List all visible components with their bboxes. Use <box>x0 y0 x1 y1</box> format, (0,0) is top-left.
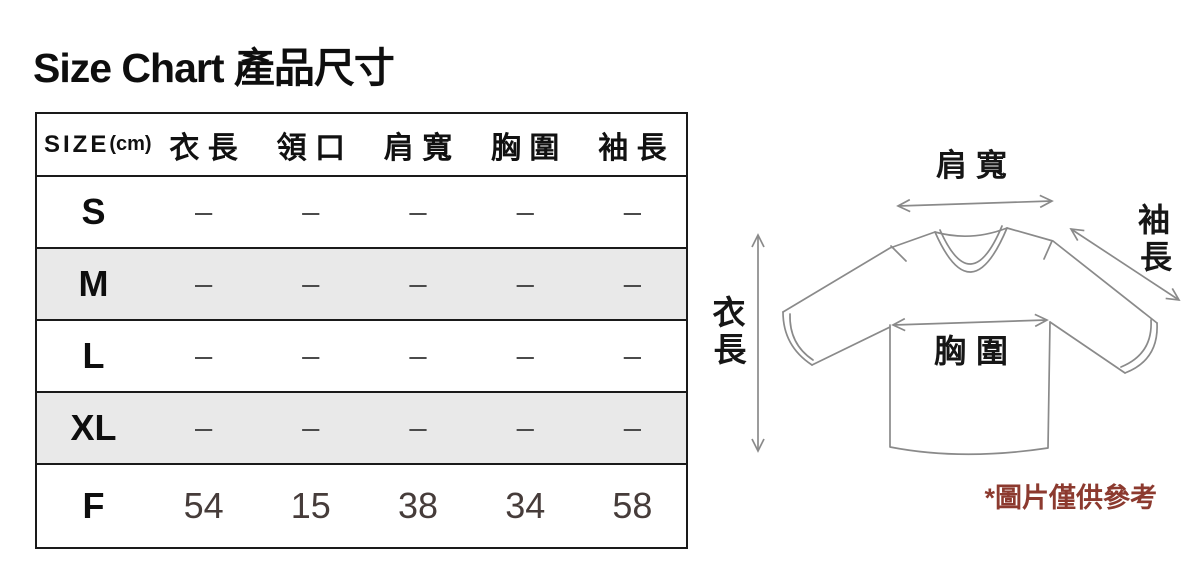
cell-value: – <box>194 410 213 445</box>
column-header-neckline: 領口 <box>276 131 354 165</box>
cell-value: – <box>409 194 427 229</box>
cell-value: – <box>302 338 320 373</box>
row-label-l: L <box>82 335 105 376</box>
cell-value: – <box>409 338 427 373</box>
table-row-f: F 54 15 38 34 58 <box>37 463 686 547</box>
cell-value: – <box>302 194 320 229</box>
cell-value: 34 <box>505 485 546 526</box>
measurement-arrows <box>751 194 1181 453</box>
page-title: Size Chart 產品尺寸 <box>33 45 395 91</box>
garment-measurement-diagram: 肩寬 袖 長 衣 長 胸圍 *圖片僅供參考 <box>713 148 1181 513</box>
cell-value: 15 <box>290 485 331 526</box>
row-label-f: F <box>82 485 105 526</box>
cell-value: – <box>516 266 534 301</box>
cell-value: 54 <box>183 485 224 526</box>
cell-value: – <box>623 194 642 229</box>
cell-value: – <box>409 266 427 301</box>
column-header-chest: 胸圍 <box>491 131 568 165</box>
table-row-s: S – – – – – <box>37 175 686 247</box>
cell-value: – <box>409 410 427 445</box>
shoulder-width-arrow <box>896 194 1054 213</box>
chest-width-label: 胸圍 <box>934 333 1018 369</box>
size-chart-table: SIZE(cm) 衣長 領口 肩寬 胸圍 袖長 S – – – – – M – … <box>35 112 688 549</box>
size-header-label: SIZE <box>44 130 110 158</box>
cell-value: – <box>516 410 534 445</box>
garment-length-label-char2: 長 <box>714 331 748 368</box>
cell-value: 38 <box>397 485 439 526</box>
shoulder-width-label: 肩寬 <box>936 148 1016 183</box>
cell-value: – <box>623 338 642 373</box>
sleeve-length-label-char1: 袖 <box>1138 202 1170 238</box>
cell-value: – <box>194 266 213 301</box>
table-row-l: L – – – – – <box>37 319 686 391</box>
size-header-cell: SIZE(cm) <box>37 114 152 175</box>
reference-note: *圖片僅供參考 <box>984 482 1157 513</box>
garment-length-label-char1: 衣 <box>713 294 746 331</box>
row-label-xl: XL <box>70 407 117 448</box>
row-label-s: S <box>81 191 106 232</box>
table-header-row: SIZE(cm) 衣長 領口 肩寬 胸圍 袖長 <box>37 114 686 175</box>
sleeve-length-label-char2: 長 <box>1140 239 1173 275</box>
column-header-sleeve-length: 袖長 <box>598 131 676 165</box>
cell-value: – <box>516 194 534 229</box>
cell-value: – <box>516 338 534 373</box>
table-row-xl: XL – – – – – <box>37 391 686 463</box>
cell-value: – <box>302 410 320 445</box>
chest-width-arrow <box>891 313 1049 332</box>
row-label-m: M <box>78 263 109 304</box>
cell-value: – <box>302 266 320 301</box>
cell-value: – <box>194 338 213 373</box>
sleeve-length-arrow <box>1069 227 1181 302</box>
column-header-shoulder-width: 肩寬 <box>383 131 461 165</box>
column-header-garment-length: 衣長 <box>169 131 247 165</box>
cell-value: – <box>623 410 642 445</box>
table-row-m: M – – – – – <box>37 247 686 319</box>
cell-value: – <box>623 266 642 301</box>
size-unit-label: (cm) <box>109 133 152 155</box>
cell-value: 58 <box>612 485 653 526</box>
cell-value: – <box>194 194 213 229</box>
